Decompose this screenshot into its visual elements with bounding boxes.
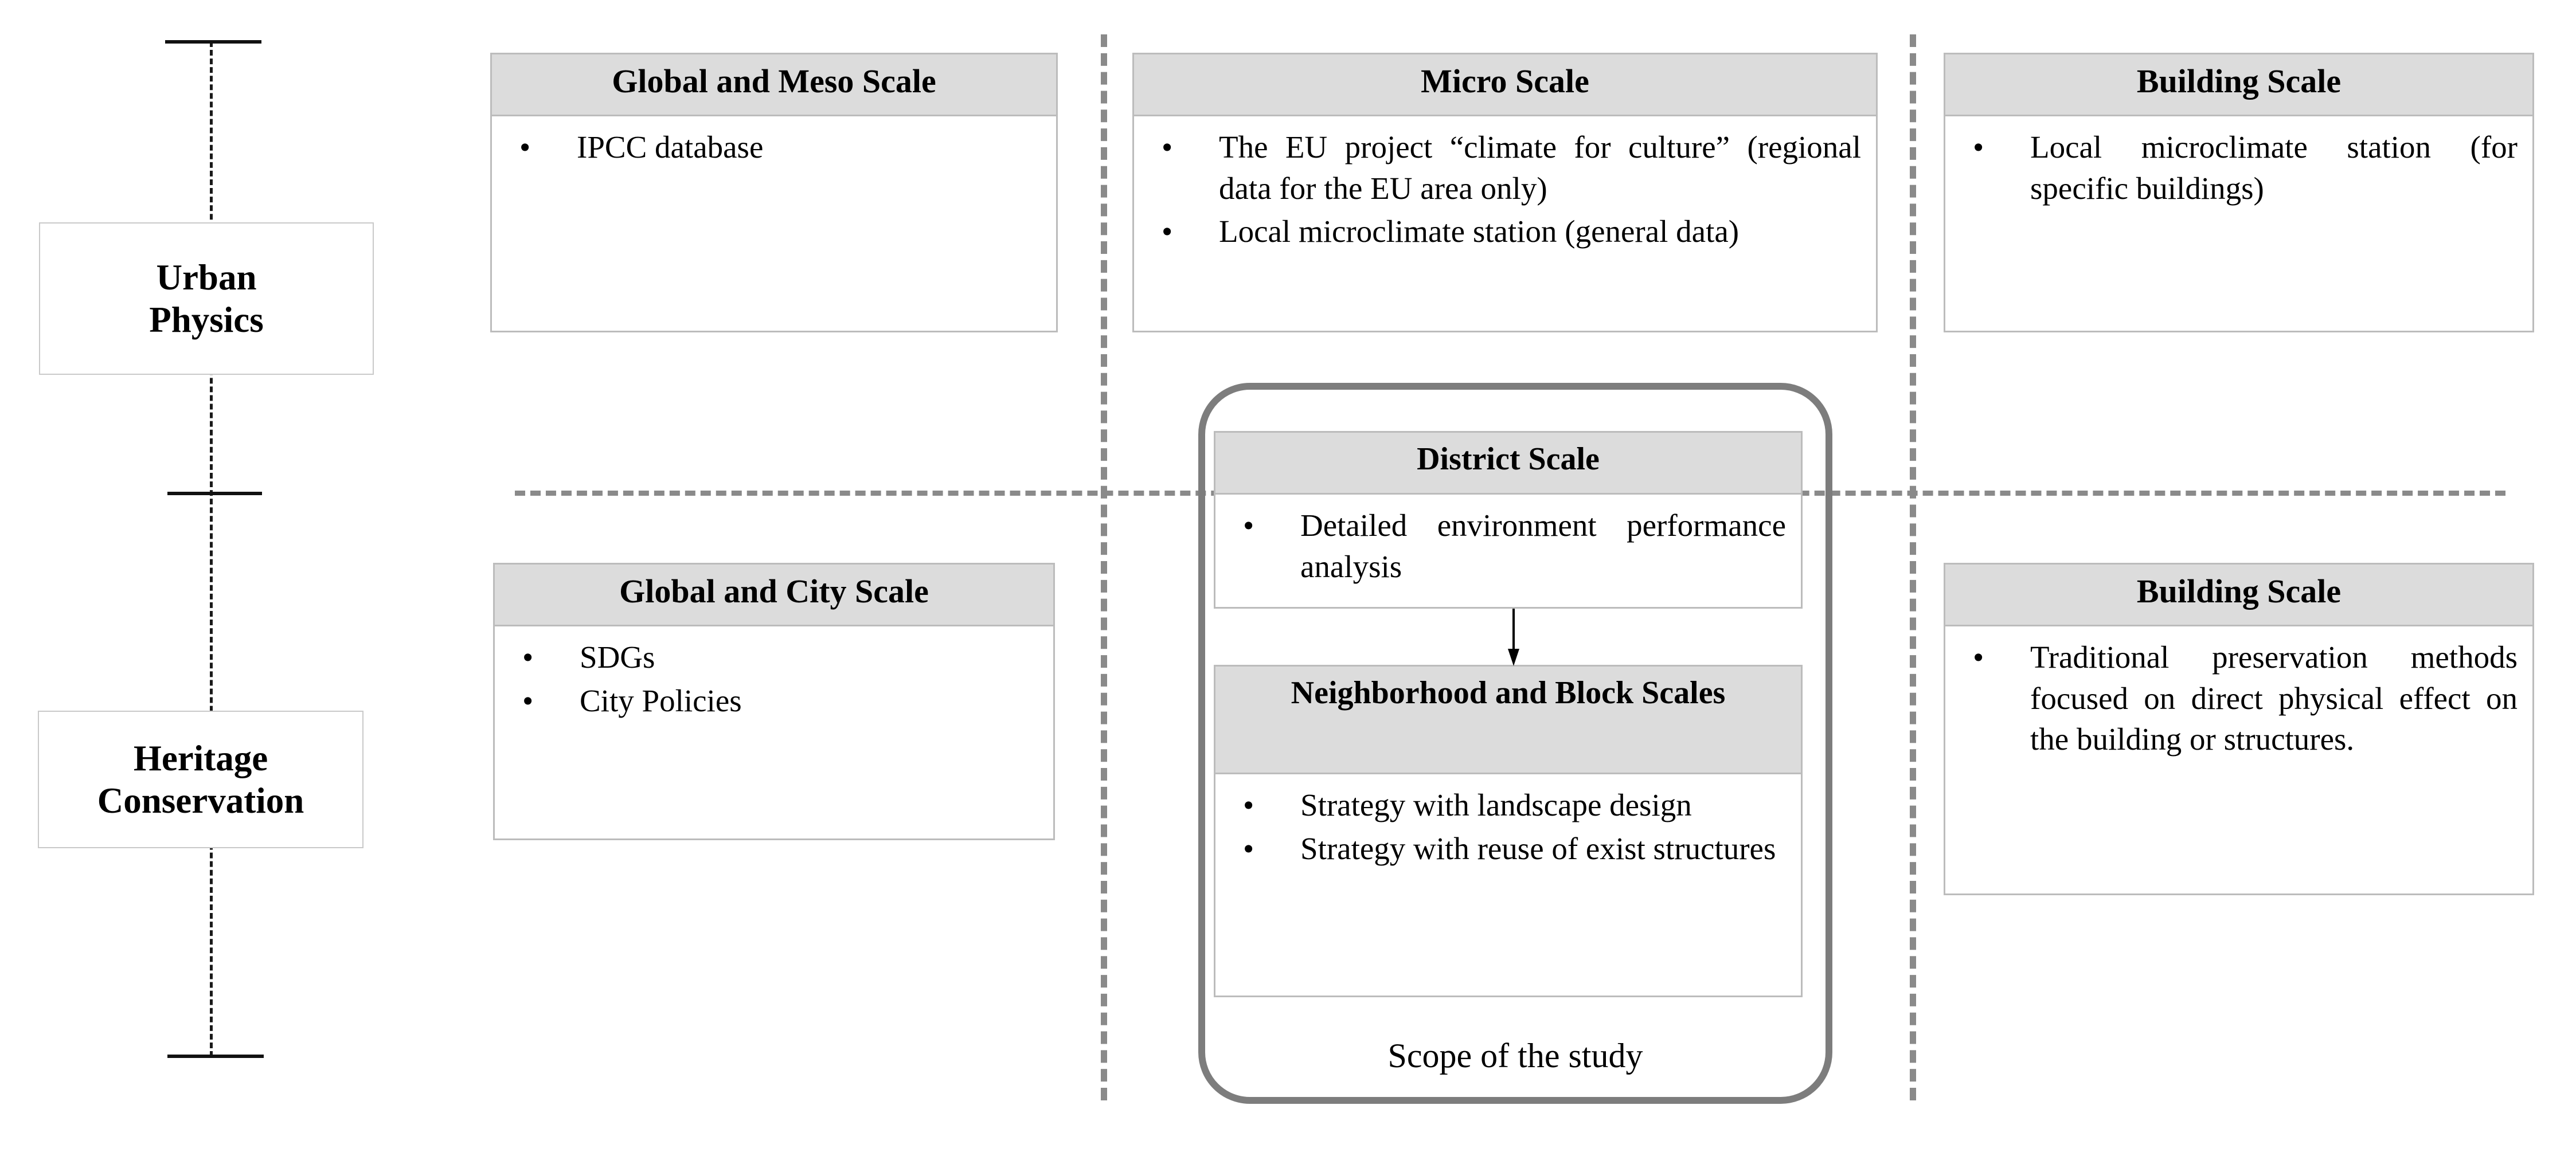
card-body: • The EU project “climate for culture” (… [1134, 116, 1876, 260]
card-title: Micro Scale [1134, 54, 1876, 116]
card-body: • Detailed environment performance analy… [1215, 495, 1801, 595]
list-item-text: Detailed environment performance analysi… [1300, 508, 1786, 584]
card-body: • Strategy with landscape design • Strat… [1215, 774, 1801, 877]
card-title: Neighborhood and Block Scales [1215, 667, 1801, 774]
card-title: District Scale [1215, 433, 1801, 495]
list-item-text: IPCC database [577, 130, 764, 164]
bullet-list: • Detailed environment performance analy… [1230, 505, 1786, 587]
bullet-list: • IPCC database [507, 127, 1041, 168]
list-item: • City Policies [510, 680, 1038, 722]
list-item-text: Traditional preservation methods focused… [2030, 640, 2518, 757]
list-item-text: City Policies [580, 683, 742, 718]
bullet-icon: • [522, 683, 534, 718]
bullet-list: • Local microclimate station (for specif… [1960, 127, 2518, 209]
list-item: • Local microclimate station (for specif… [1960, 127, 2518, 209]
list-item-text: Strategy with reuse of exist structures [1300, 830, 1776, 866]
list-item-text: SDGs [580, 640, 655, 675]
card-district-scale: District Scale • Detailed environment pe… [1214, 431, 1803, 609]
arrow-down-icon [1508, 609, 1519, 666]
card-title: Global and Meso Scale [492, 54, 1056, 116]
card-building-scale-urban-physics: Building Scale • Local microclimate stat… [1944, 53, 2534, 332]
list-item-text: Strategy with landscape design [1300, 787, 1692, 822]
list-item: • Strategy with landscape design [1230, 785, 1786, 826]
list-item-text: The EU project “climate for culture” (re… [1219, 130, 1861, 206]
divider-vertical-left [1101, 34, 1107, 1100]
axis-tick-top [165, 40, 261, 44]
axis-label-heritage-line1: Heritage [133, 738, 268, 778]
axis-label-heritage-conservation: Heritage Conservation [38, 711, 363, 848]
bullet-icon: • [1243, 508, 1254, 543]
scope-of-study-container [1198, 383, 1832, 1104]
list-item: • Local microclimate station (general da… [1149, 211, 1861, 252]
bullet-list: • SDGs • City Policies [510, 637, 1038, 721]
bullet-icon: • [1973, 130, 1984, 164]
divider-vertical-right [1910, 34, 1916, 1100]
bullet-icon: • [1973, 640, 1984, 675]
list-item: • Detailed environment performance analy… [1230, 505, 1786, 587]
list-item: • Traditional preservation methods focus… [1960, 637, 2518, 760]
bullet-icon: • [1243, 830, 1254, 866]
card-body: • IPCC database [492, 116, 1056, 176]
axis-label-urban-physics: Urban Physics [39, 222, 374, 375]
list-item: • IPCC database [507, 127, 1041, 168]
list-item: • Strategy with reuse of exist structure… [1230, 828, 1786, 869]
bullet-list: • Traditional preservation methods focus… [1960, 637, 2518, 760]
bullet-list: • The EU project “climate for culture” (… [1149, 127, 1861, 252]
card-neighborhood-and-block-scales: Neighborhood and Block Scales • Strategy… [1214, 665, 1803, 997]
card-building-scale-heritage-conservation: Building Scale • Traditional preservatio… [1944, 563, 2534, 895]
bullet-icon: • [1162, 214, 1173, 249]
bullet-icon: • [519, 130, 531, 164]
list-item-text: Local microclimate station (general data… [1219, 214, 1740, 249]
bullet-icon: • [522, 640, 534, 675]
list-item-text: Local microclimate station (for specific… [2030, 130, 2518, 206]
axis-label-heritage-line2: Conservation [97, 781, 304, 821]
card-title: Building Scale [1945, 54, 2532, 116]
card-body: • Local microclimate station (for specif… [1945, 116, 2532, 217]
card-title: Building Scale [1945, 565, 2532, 626]
scope-of-study-caption: Scope of the study [1387, 1037, 1643, 1075]
card-micro-scale: Micro Scale • The EU project “climate fo… [1132, 53, 1878, 332]
card-global-and-meso-scale: Global and Meso Scale • IPCC database [490, 53, 1058, 332]
axis-label-urban-line1: Urban [156, 257, 257, 297]
bullet-list: • Strategy with landscape design • Strat… [1230, 785, 1786, 869]
axis-tick-bottom [167, 1055, 264, 1058]
card-title: Global and City Scale [495, 565, 1053, 626]
axis-label-urban-line2: Physics [149, 300, 264, 340]
card-global-and-city-scale: Global and City Scale • SDGs • City Poli… [493, 563, 1055, 840]
list-item: • The EU project “climate for culture” (… [1149, 127, 1861, 209]
axis-tick-middle [167, 492, 262, 495]
bullet-icon: • [1243, 787, 1254, 822]
list-item: • SDGs [510, 637, 1038, 678]
card-body: • Traditional preservation methods focus… [1945, 626, 2532, 768]
bullet-icon: • [1162, 130, 1173, 164]
vertical-axis-line [210, 41, 213, 1057]
card-body: • SDGs • City Policies [495, 626, 1053, 729]
